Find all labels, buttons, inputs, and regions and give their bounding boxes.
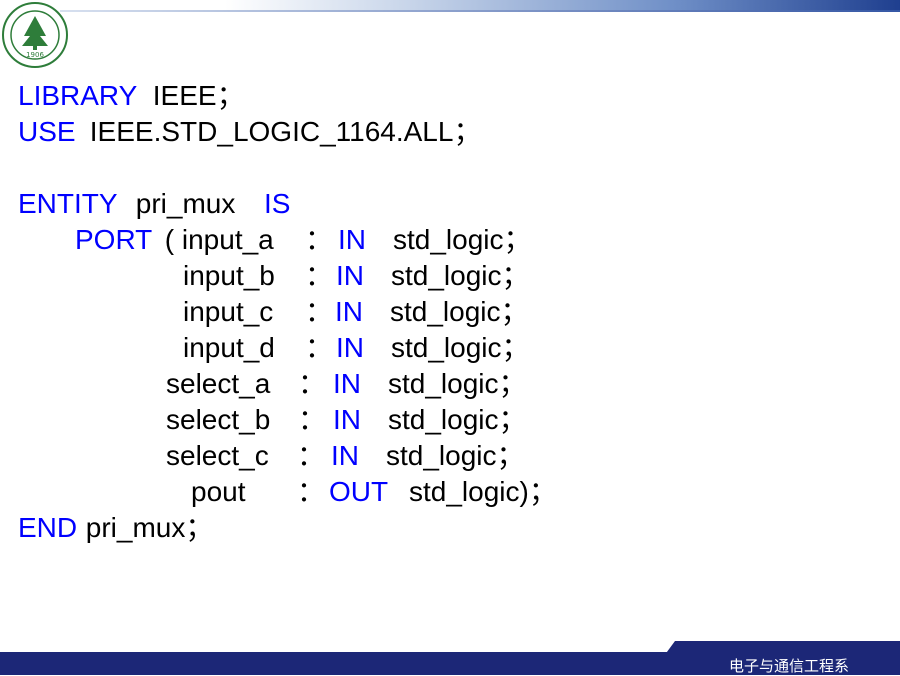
code-line: input_b ：IN std_logic； (0, 258, 900, 294)
code-line: input_c ：IN std_logic； (0, 294, 900, 330)
code-line: pout ：OUT std_logic)； (0, 474, 900, 510)
code-line: LIBRARY IEEE； (0, 78, 900, 114)
code-text: select_c (166, 440, 269, 471)
code-text: ： (298, 368, 327, 399)
code-text: std_logic； (390, 296, 529, 327)
footer-department-label: 电子与通信工程系 (729, 657, 850, 675)
top-gradient-bar (0, 0, 900, 12)
code-text: pri_mux； (78, 512, 214, 543)
code-text: select_b (166, 404, 271, 435)
code-keyword: ENTITY (18, 188, 118, 219)
code-keyword: IN (333, 368, 361, 399)
code-keyword: OUT (329, 476, 389, 507)
code-line: PORT ( input_a ：IN std_logic； (0, 222, 900, 258)
code-line: input_d ：IN std_logic； (0, 330, 900, 366)
code-text: pri_mux (128, 188, 236, 219)
code-text: input_d (183, 332, 275, 363)
seal-year: 1906 (26, 51, 44, 59)
code-line: USE IEEE.STD_LOGIC_1164.ALL； (0, 114, 900, 150)
code-keyword: IN (333, 404, 361, 435)
code-keyword: IN (335, 296, 363, 327)
code-line: select_a ：IN std_logic； (0, 366, 900, 402)
code-keyword: IN (338, 224, 366, 255)
code-line: ENTITY pri_mux IS (0, 186, 900, 222)
code-text: ： (297, 440, 326, 471)
code-text: ( input_a (157, 224, 274, 255)
code-keyword: IN (336, 260, 364, 291)
code-text: pout (191, 476, 246, 507)
code-text: input_b (183, 260, 275, 291)
vhdl-code-block: LIBRARY IEEE；USE IEEE.STD_LOGIC_1164.ALL… (0, 78, 900, 546)
footer-bar (0, 652, 900, 675)
code-text: ： (305, 332, 334, 363)
code-text: std_logic； (393, 224, 532, 255)
code-line: END pri_mux； (0, 510, 900, 546)
code-text: select_a (166, 368, 271, 399)
code-text: ： (297, 476, 326, 507)
code-keyword: IN (336, 332, 364, 363)
code-text: IEEE.STD_LOGIC_1164.ALL； (82, 116, 482, 147)
code-text: IEEE； (145, 80, 245, 111)
code-text: std_logic； (391, 260, 530, 291)
code-text: ： (305, 296, 334, 327)
university-seal-icon: 1906 (2, 2, 68, 68)
top-accent-line (60, 10, 900, 12)
code-keyword: LIBRARY (18, 80, 138, 111)
code-text: std_logic； (388, 368, 527, 399)
code-text: ： (305, 260, 334, 291)
code-text: std_logic； (386, 440, 525, 471)
code-keyword: IN (331, 440, 359, 471)
code-text: std_logic)； (409, 476, 557, 507)
code-text: input_c (183, 296, 274, 327)
code-text: ： (305, 224, 334, 255)
code-text: std_logic； (391, 332, 530, 363)
code-line: select_b ：IN std_logic； (0, 402, 900, 438)
code-text: std_logic； (388, 404, 527, 435)
code-line: select_c ：IN std_logic； (0, 438, 900, 474)
code-keyword: USE (18, 116, 76, 147)
code-keyword: IS (264, 188, 291, 219)
code-keyword: END (18, 512, 78, 543)
code-keyword: PORT (75, 224, 153, 255)
code-text: ： (298, 404, 327, 435)
